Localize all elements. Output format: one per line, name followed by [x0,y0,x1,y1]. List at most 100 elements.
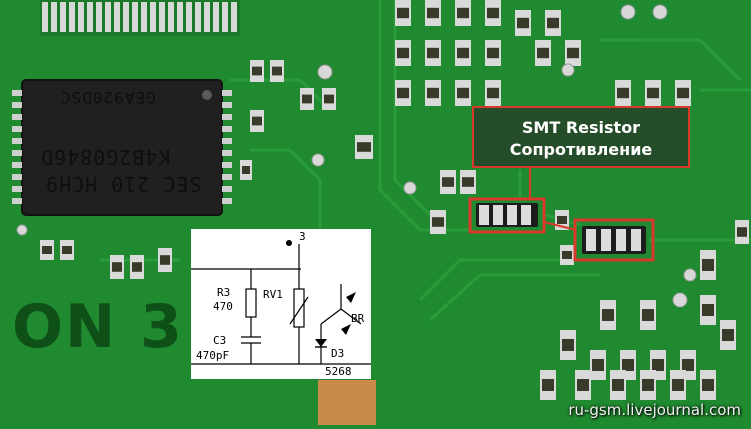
smd-component-body [397,87,409,99]
schematic-d3-label: D3 [331,347,345,360]
smt-resistor-callout: SMT Resistor Сопротивление [472,106,690,168]
watermark-text: ru-gsm.livejournal.com [568,401,741,419]
smd-component-body [622,359,634,371]
smd-component-body [462,177,474,187]
smd-component-body [42,246,52,254]
schematic-r3-label: R3 [217,286,231,299]
callout-title-ru: Сопротивление [509,140,653,159]
smd-component-body [457,87,469,99]
connector-pin [204,2,210,32]
connector-pin [195,2,201,32]
smd-component-body [442,177,454,187]
connector-pin [141,2,147,32]
smd-component-body [612,379,624,391]
smd-component-body [652,359,664,371]
smd-component-body [427,87,439,99]
connector-pin [222,2,228,32]
smd-component-body [617,87,629,99]
chip-pin [222,150,232,156]
smd-component-body [602,309,614,321]
smd-component-body [557,216,567,224]
smd-component-body [547,17,559,29]
smd-component-body [62,246,72,254]
smd-component-body [722,329,734,341]
schematic-rv1-label: RV1 [263,288,283,301]
chip-pin [12,126,22,132]
smd-component-body [252,66,262,76]
connector-pin [177,2,183,32]
resistor-highlight-box-1 [468,197,546,234]
schematic-c3-label: C3 [213,334,227,347]
smd-component-body [537,47,549,59]
chip-pin [222,114,232,120]
connector-pin [123,2,129,32]
chip-pin [12,150,22,156]
smd-component-body [432,217,444,227]
connector-pin [87,2,93,32]
chip-pin [222,90,232,96]
schematic-r3-value: 470 [213,300,233,313]
smd-component-body [252,116,262,126]
chip-pin [222,186,232,192]
smd-component-body [577,379,589,391]
chip-marking-line-3: SEC 210 HCH9 [45,172,202,196]
connector-pin [159,2,165,32]
schematic-inset: 3 R3 470 RV1 C3 470pF BR D3 5268 [191,229,371,379]
smd-component-body [702,379,714,391]
smd-component-body [132,262,142,272]
smd-component-body [242,166,250,174]
connector-pin [114,2,120,32]
chip-pin [222,174,232,180]
chip-pin [222,162,232,168]
connector-pin [132,2,138,32]
smd-component-body [567,47,579,59]
smd-component-body [324,94,334,104]
chip-pin [12,174,22,180]
smd-component-body [592,359,604,371]
smd-component-body [487,47,499,59]
smd-component-body [682,359,694,371]
connector-pin [231,2,237,32]
chip-pin [12,114,22,120]
smd-component-body [302,94,312,104]
smd-component-body [642,379,654,391]
smd-component-body [427,47,439,59]
smd-component-body [672,379,684,391]
connector-pin [168,2,174,32]
chip-pin [222,126,232,132]
callout-title-en: SMT Resistor [521,118,641,137]
chip-pin [12,162,22,168]
memory-chip [21,79,223,216]
chip-pin [222,102,232,108]
schematic-c3-value: 470pF [196,349,230,362]
connector-pin [150,2,156,32]
smd-component-body [647,87,659,99]
smd-component-body [642,309,654,321]
chip-pin [222,138,232,144]
chip-pin [222,198,232,204]
schematic-drawing [191,240,371,365]
smd-component-body [427,7,439,19]
schematic-node-label: 3 [299,230,306,243]
connector-pin [105,2,111,32]
chip-pin [12,90,22,96]
connector-pin [96,2,102,32]
smd-component-body [562,339,574,351]
chip-pin [12,198,22,204]
schematic-part-label: 5268 [325,365,352,378]
connector-pin [51,2,57,32]
smd-component-body [677,87,689,99]
board-silkscreen-text: ON 3 [12,292,184,362]
smd-component-body [357,142,371,152]
smd-component-body [517,17,529,29]
smd-component-body [397,7,409,19]
smd-component-body [487,7,499,19]
smd-component-body [112,262,122,272]
smd-component-body [542,379,554,391]
chip-marking-line-1: GEA920DSC [60,88,156,107]
connector-pin [69,2,75,32]
connector-pin [42,2,48,32]
smd-component-body [562,251,572,259]
